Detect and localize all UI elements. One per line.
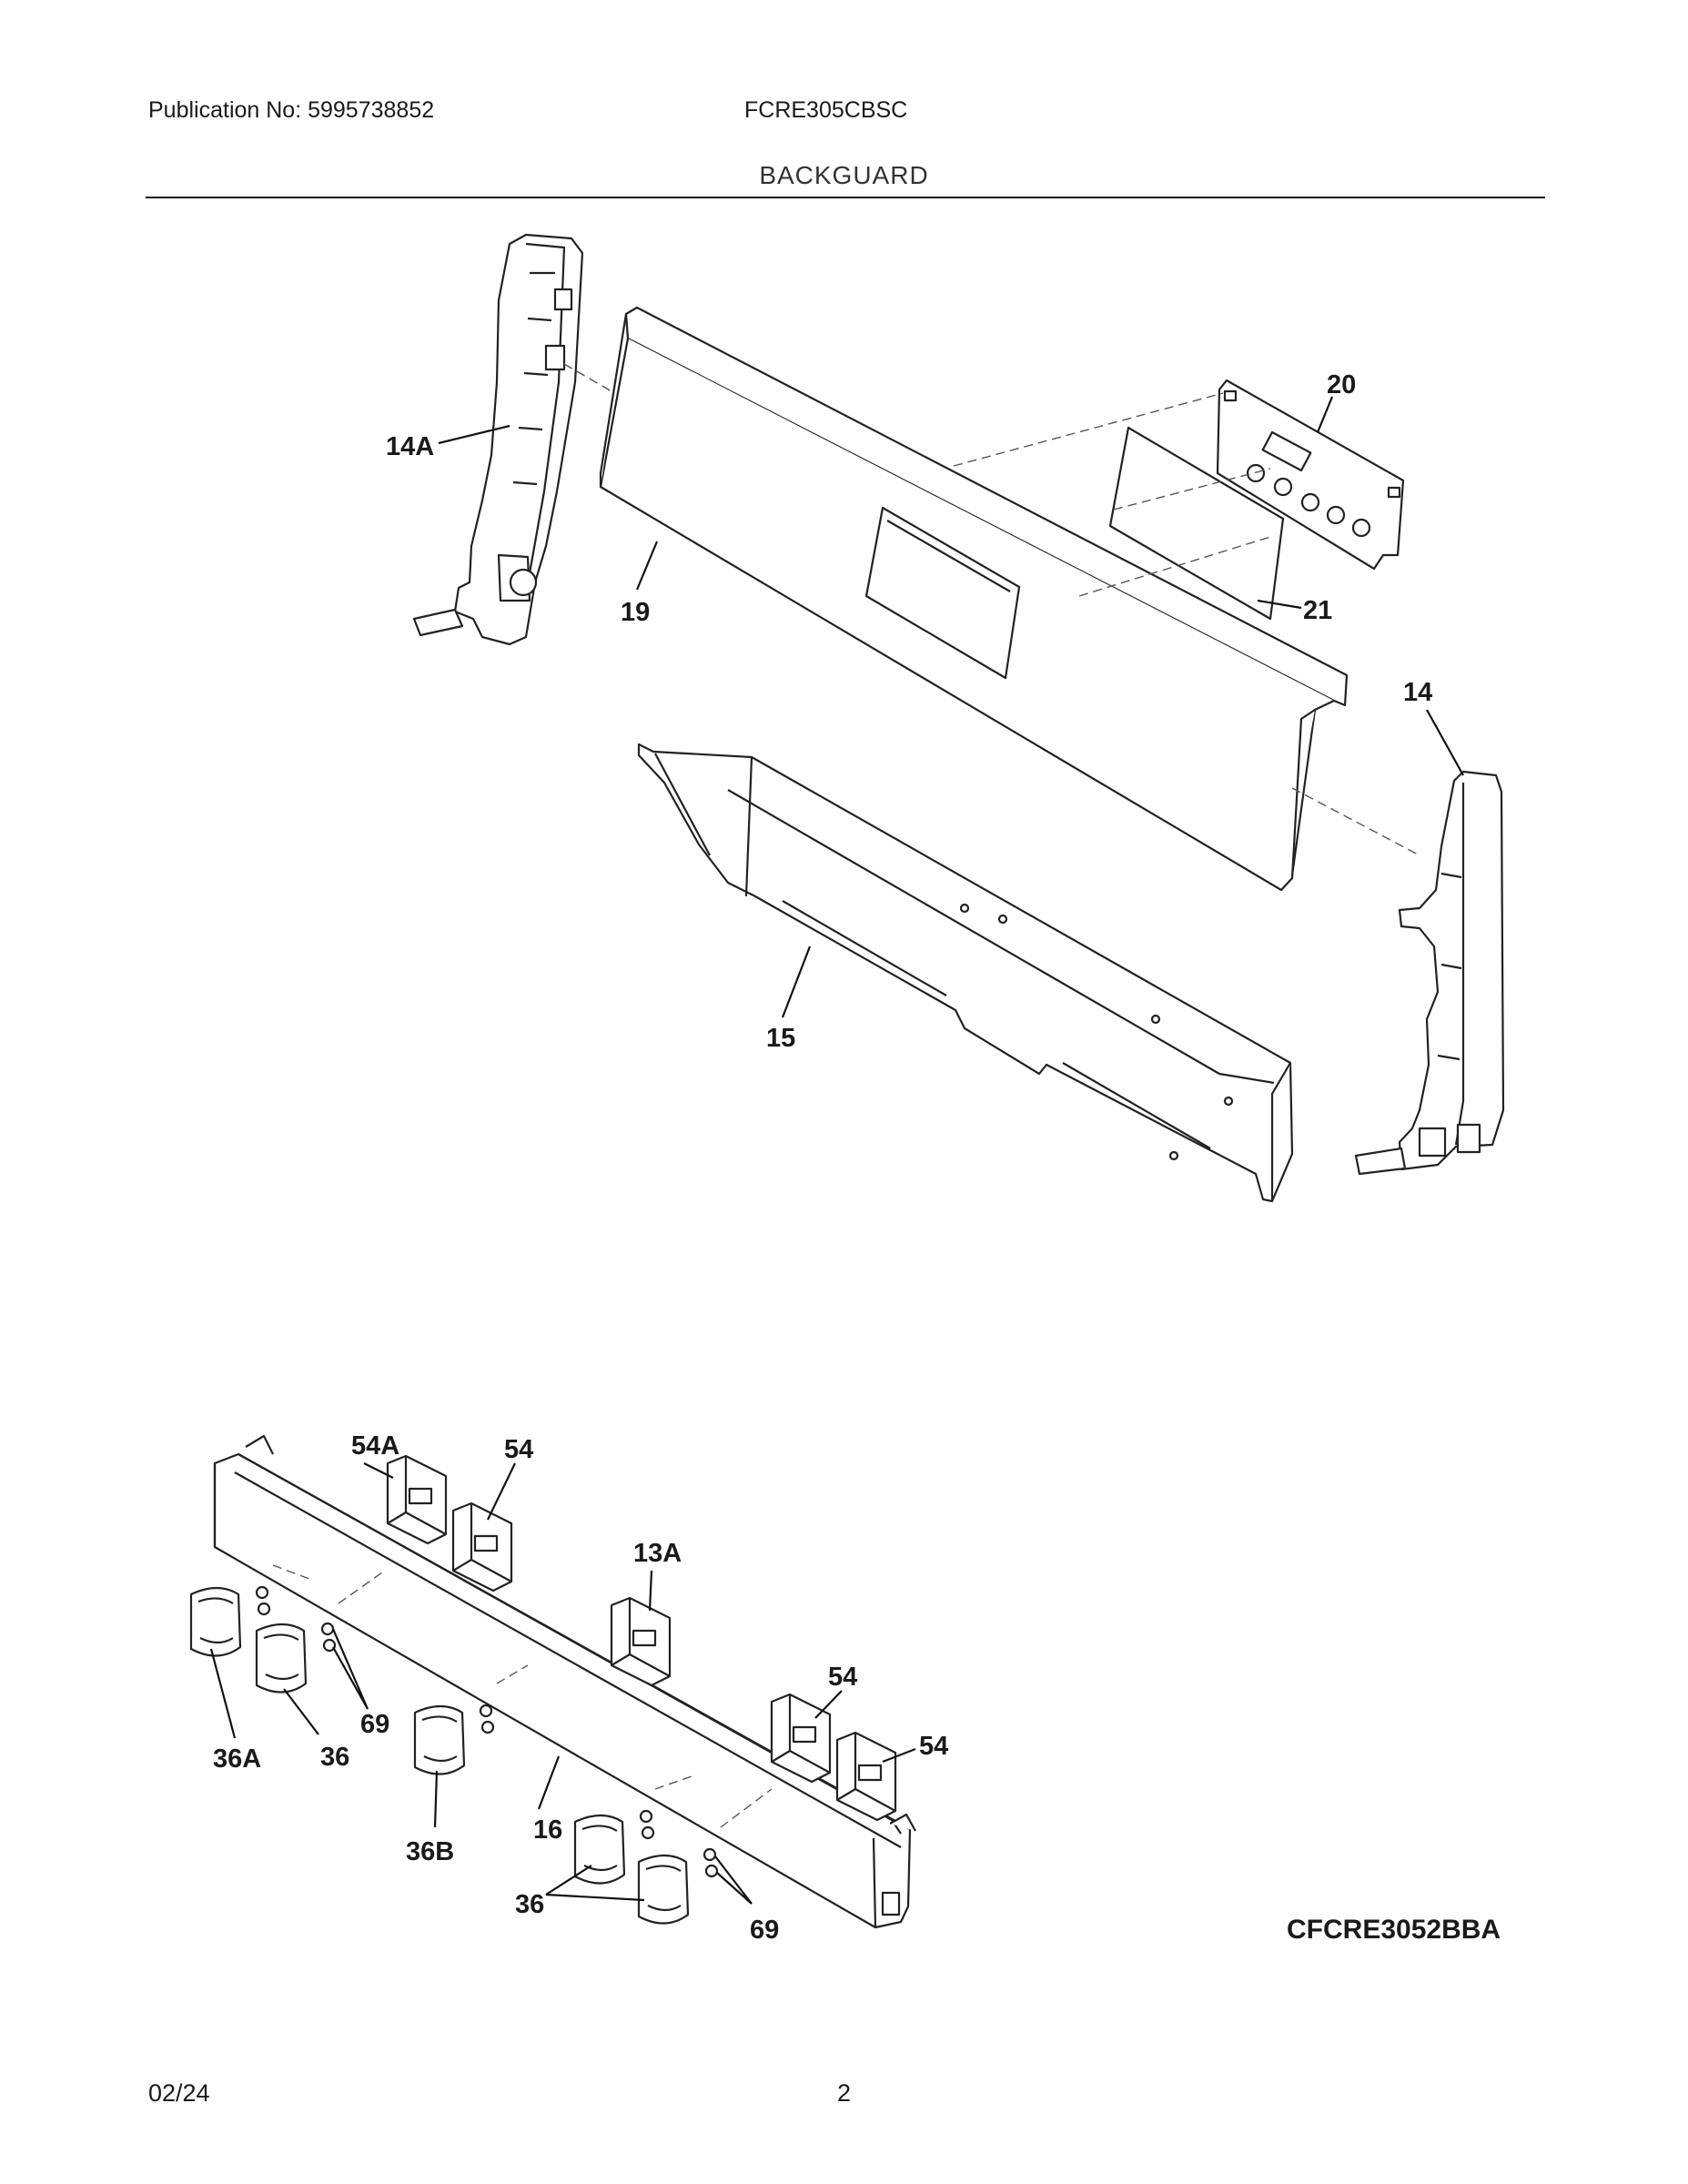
part-backguard-panel <box>599 306 1349 892</box>
callout-14: 14 <box>1403 678 1432 707</box>
callout-54-right: 54 <box>919 1732 948 1761</box>
part-knob-36B <box>413 1704 466 1775</box>
callout-15: 15 <box>766 1024 795 1053</box>
part-right-end-cap <box>1354 770 1505 1176</box>
callout-69-left: 69 <box>360 1710 389 1739</box>
page-number: 2 <box>837 2079 852 2107</box>
publication-number: Publication No: 5995738852 <box>148 97 435 123</box>
callout-21: 21 <box>1303 596 1332 625</box>
callout-36-bottom: 36 <box>515 1890 544 1919</box>
part-switch-54-3 <box>835 1731 897 1822</box>
model-number: FCRE305CBSC <box>744 97 908 123</box>
part-control-overlay <box>1108 426 1285 621</box>
part-knob-36-2 <box>573 1814 626 1885</box>
callout-36A: 36A <box>213 1744 261 1774</box>
header-divider <box>146 197 1545 198</box>
part-knob-36-3 <box>637 1854 690 1925</box>
callout-19: 19 <box>621 598 650 627</box>
part-knob-36-1 <box>255 1623 308 1694</box>
alignment-lines <box>272 363 1420 1828</box>
callout-69-bottom: 69 <box>750 1916 779 1945</box>
callout-36-left: 36 <box>320 1743 349 1772</box>
part-switch-54-2 <box>770 1693 832 1784</box>
part-switch-13A <box>610 1596 672 1687</box>
callout-36B: 36B <box>406 1837 454 1866</box>
part-switch-54-1 <box>451 1502 513 1592</box>
part-knob-36A <box>189 1586 242 1657</box>
callout-20: 20 <box>1327 370 1356 399</box>
callout-13A: 13A <box>633 1539 682 1568</box>
part-screws <box>255 1585 719 1878</box>
diagram-code: CFCRE3052BBA <box>1287 1915 1501 1945</box>
callout-54-top: 54 <box>504 1435 533 1464</box>
callout-54-mid: 54 <box>828 1663 857 1692</box>
callout-14A: 14A <box>386 432 434 461</box>
part-control-panel <box>213 1434 916 1929</box>
leader-lines <box>209 396 1464 1905</box>
part-backguard-bracket <box>637 743 1294 1203</box>
part-left-end-cap <box>412 233 584 646</box>
footer-date: 02/24 <box>148 2079 210 2107</box>
part-control-board <box>1216 379 1405 571</box>
callout-16: 16 <box>533 1815 562 1845</box>
section-title: BACKGUARD <box>759 161 929 189</box>
callout-54A: 54A <box>351 1431 399 1461</box>
part-switch-54A <box>386 1454 448 1545</box>
